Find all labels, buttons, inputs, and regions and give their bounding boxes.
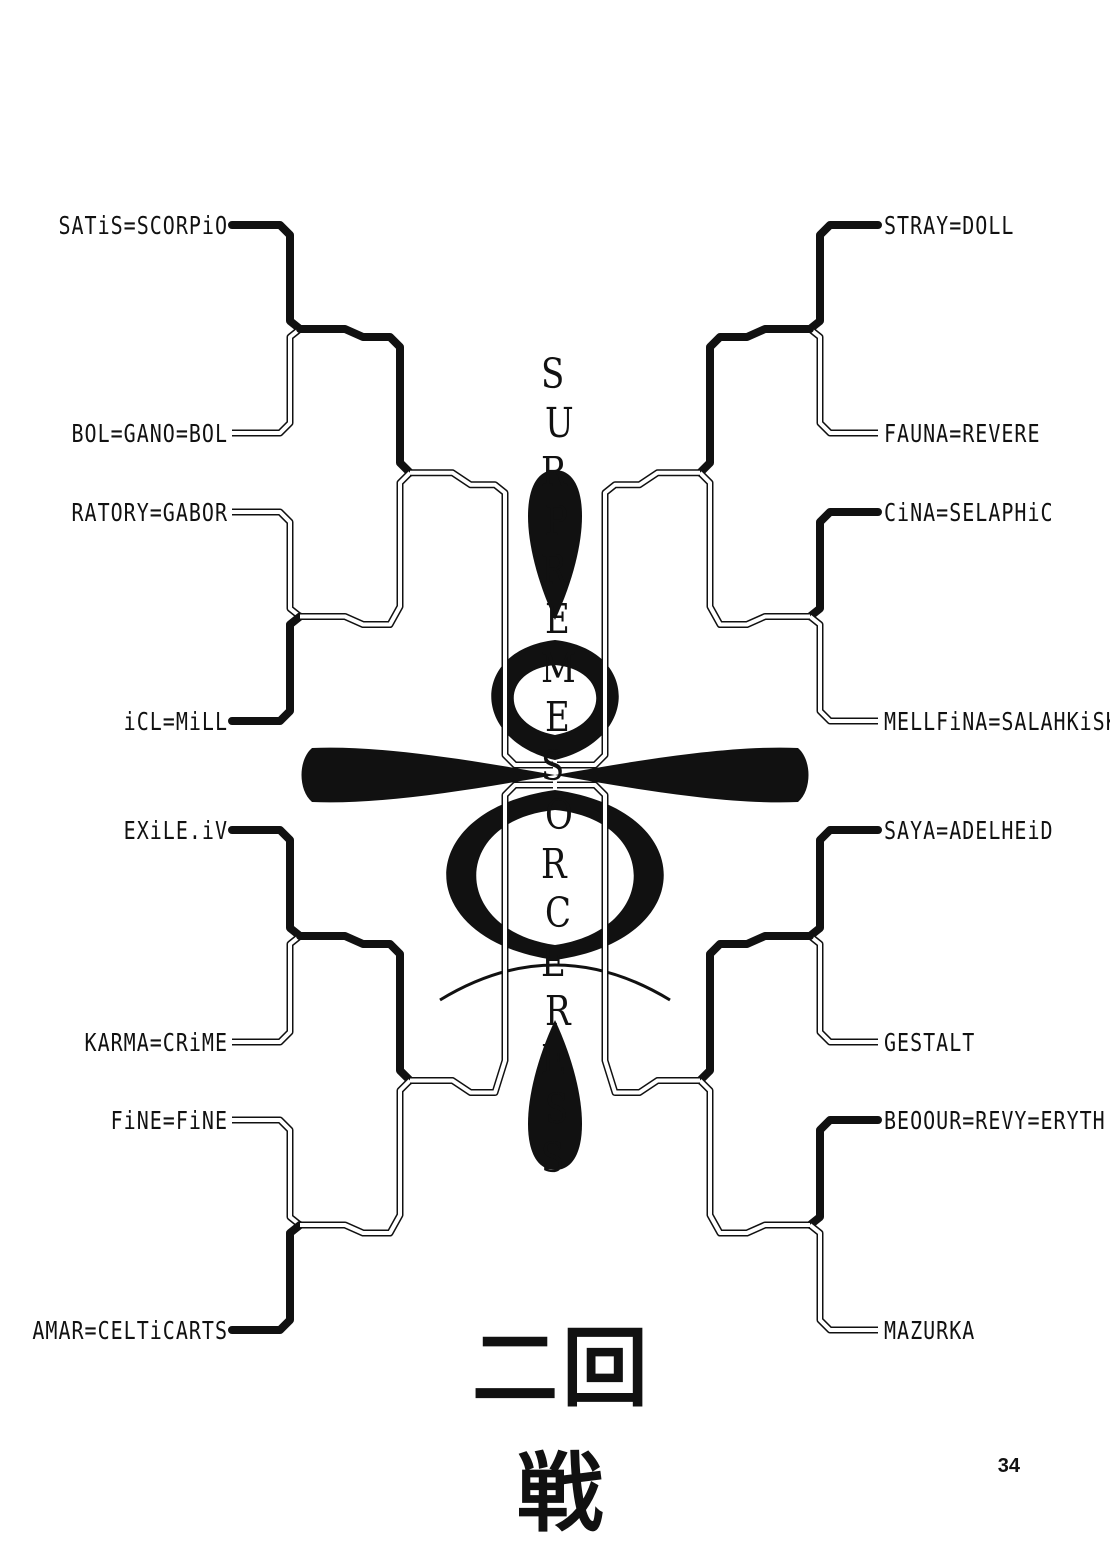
left-r3-line-0-inner xyxy=(410,470,553,767)
left-r3-line-1-inner xyxy=(410,783,553,1095)
left-r1-line-4 xyxy=(228,826,304,940)
entrant-name-left: EXiLE.iV xyxy=(123,815,228,845)
title-letter: E xyxy=(541,939,566,987)
title-letter: P xyxy=(545,498,568,546)
right-r3-line-0-inner xyxy=(557,470,700,767)
right-r2-line-1 xyxy=(697,470,810,628)
title-letter: S xyxy=(545,1086,569,1134)
right-r2-line-3-inner xyxy=(698,1079,810,1235)
entrant-name-left: iCL=MiLL xyxy=(123,706,228,736)
upper-eye-shape xyxy=(491,640,619,760)
right-r1-line-4 xyxy=(806,826,882,940)
lower-arc xyxy=(439,963,671,1002)
entrant-name-right: STRAY=DOLL xyxy=(884,210,1015,240)
title-letter: R xyxy=(541,449,567,497)
emblem-graphic xyxy=(301,470,809,1170)
title-letter: C xyxy=(545,890,572,938)
right-r3-line-1-inner xyxy=(557,783,700,1095)
right-r1-line-5-inner xyxy=(808,934,878,1044)
entrant-name-left: KARMA=CRiME xyxy=(84,1027,228,1057)
lower-spike xyxy=(527,1020,583,1170)
title-letter: E xyxy=(545,694,570,742)
entrant-name-right: CiNA=SELAPHiC xyxy=(884,497,1054,527)
bracket-lines xyxy=(228,221,882,1334)
right-r1-line-6 xyxy=(806,1116,882,1229)
left-r2-line-1 xyxy=(300,470,413,628)
title-letter: S xyxy=(541,351,565,399)
entrant-name-left: FiNE=FiNE xyxy=(110,1105,228,1135)
right-r1-line-0 xyxy=(806,221,882,333)
entrant-name-left: BOL=GANO=BOL xyxy=(71,418,228,448)
title-letter: S xyxy=(541,1135,565,1183)
entrant-name-right: MAZURKA xyxy=(884,1315,976,1345)
right-r2-line-1-inner xyxy=(698,471,810,627)
left-r1-line-5-inner xyxy=(232,934,302,1044)
right-r2-line-0 xyxy=(696,325,814,477)
left-r1-line-7 xyxy=(228,1221,304,1334)
entrant-name-right: MELLFiNA=SALAHKiSK xyxy=(884,706,1110,736)
round-label: 二回戦 xyxy=(472,1319,652,1544)
right-r1-line-3-inner xyxy=(808,614,878,723)
right-r1-line-7-inner xyxy=(808,1223,878,1332)
title-letter: R xyxy=(541,841,567,889)
right-r1-line-1-inner xyxy=(808,327,878,435)
entrant-name-right: BEOOUR=REVY=ERYTH xyxy=(884,1105,1106,1135)
title-letter: O xyxy=(545,792,573,840)
right-arrow-blade xyxy=(555,747,809,803)
left-r2-line-2 xyxy=(296,932,414,1085)
left-r2-line-0 xyxy=(296,325,414,477)
left-arrow-blade xyxy=(301,747,555,803)
title-letter: E xyxy=(541,1037,566,1085)
left-r1-line-6-inner xyxy=(232,1118,302,1227)
title-letter: S xyxy=(541,743,565,791)
entrant-name-left: RATORY=GABOR xyxy=(71,497,228,527)
entrant-name-right: FAUNA=REVERE xyxy=(884,418,1041,448)
left-r2-line-3 xyxy=(300,1078,413,1237)
left-r1-line-2-inner xyxy=(232,510,302,619)
title-letter: U xyxy=(545,400,574,448)
page-number: 34 xyxy=(997,1455,1020,1477)
left-r2-line-1-inner xyxy=(300,471,412,627)
left-r2-line-3-inner xyxy=(300,1079,412,1235)
left-r1-line-3 xyxy=(228,612,304,725)
title-letter: R xyxy=(541,547,567,595)
entrant-name-right: SAYA=ADELHEiD xyxy=(884,815,1054,845)
entrant-name-left: AMAR=CELTiCARTS xyxy=(32,1315,228,1345)
upper-spike xyxy=(527,470,583,620)
title-letter: E xyxy=(545,596,570,644)
title-letter: R xyxy=(545,988,571,1036)
entrant-name-left: SATiS=SCORPiO xyxy=(58,210,228,240)
title-letter: M xyxy=(541,645,576,693)
entrant-name-right: GESTALT xyxy=(884,1027,976,1057)
right-r2-line-3 xyxy=(697,1078,810,1237)
right-r2-line-2 xyxy=(696,932,814,1085)
left-r1-line-0 xyxy=(228,221,304,333)
left-r1-line-1-inner xyxy=(232,327,302,435)
right-r1-line-2 xyxy=(806,508,882,621)
